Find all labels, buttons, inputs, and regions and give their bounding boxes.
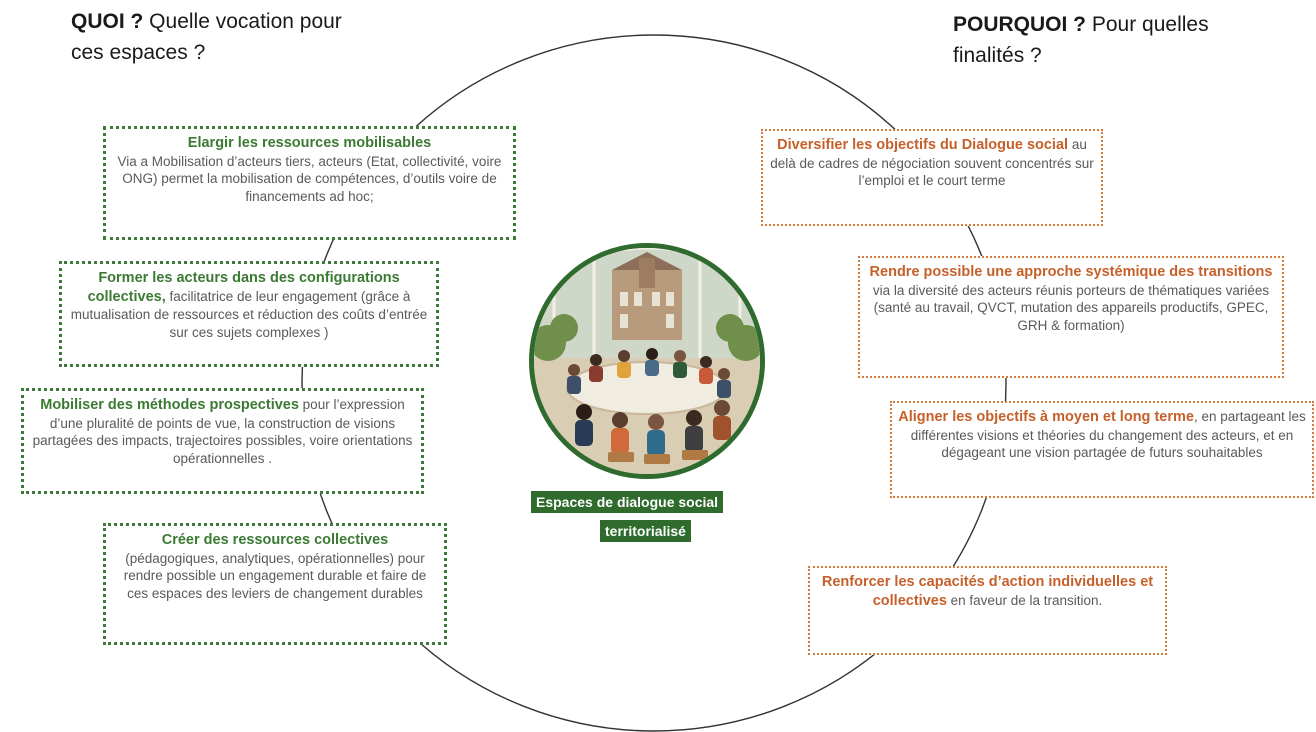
box-heading: Former les acteurs dans des configuratio… [87, 270, 400, 305]
box-heading: Mobiliser des méthodes prospectives [40, 397, 299, 413]
box-text: en faveur de la transition. [946, 592, 1103, 608]
box-former-acteurs: Former les acteurs dans des configuratio… [59, 261, 439, 367]
box-heading: Diversifier les objectifs du Dialogue so… [777, 137, 1069, 153]
box-methodes-prospectives: Mobiliser des méthodes prospectives pour… [21, 388, 424, 494]
round-table-meeting-illustration [529, 243, 765, 479]
box-heading: Elargir les ressources mobilisables [187, 135, 432, 151]
box-text: facilitatrice de leur engagement (grâce … [70, 288, 428, 340]
title-pourquoi: POURQUOI ? Pour quelles finalités ? [953, 13, 1209, 67]
box-text: Via a Mobilisation d’acteurs tiers, acte… [117, 153, 502, 204]
box-text: au delà de cadres de négociation souvent… [770, 137, 1094, 188]
box-ressources-collectives: Créer des ressources collectives (pédago… [103, 523, 447, 645]
box-heading: Rendre possible une approche systémique … [869, 264, 1273, 280]
box-text: pour l’expression d’une pluralité de poi… [32, 397, 413, 466]
box-heading: Aligner les objectifs à moyen et long te… [898, 409, 1194, 425]
box-heading: Créer des ressources collectives [161, 532, 389, 548]
center-label: Espaces de dialogue social [531, 491, 724, 513]
box-heading: Renforcer les capacités d’action individ… [821, 574, 1154, 609]
box-text: (pédagogiques, analytiques, opérationnel… [123, 550, 427, 601]
box-renforcer-capacites: Renforcer les capacités d’action individ… [808, 566, 1167, 655]
box-elargir-ressources: Elargir les ressources mobilisables Via … [103, 126, 516, 240]
box-aligner-objectifs: Aligner les objectifs à moyen et long te… [890, 401, 1314, 498]
box-text: via la diversité des acteurs réunis port… [872, 282, 1270, 333]
box-text: , en partageant les différentes visions … [910, 409, 1306, 460]
box-diversifier-objectifs: Diversifier les objectifs du Dialogue so… [761, 129, 1103, 226]
center-label-line2: territorialisé [600, 520, 691, 542]
box-approche-systemique: Rendre possible une approche systémique … [858, 256, 1284, 378]
title-quoi: QUOI ? Quelle vocation pour ces espaces … [71, 10, 342, 64]
